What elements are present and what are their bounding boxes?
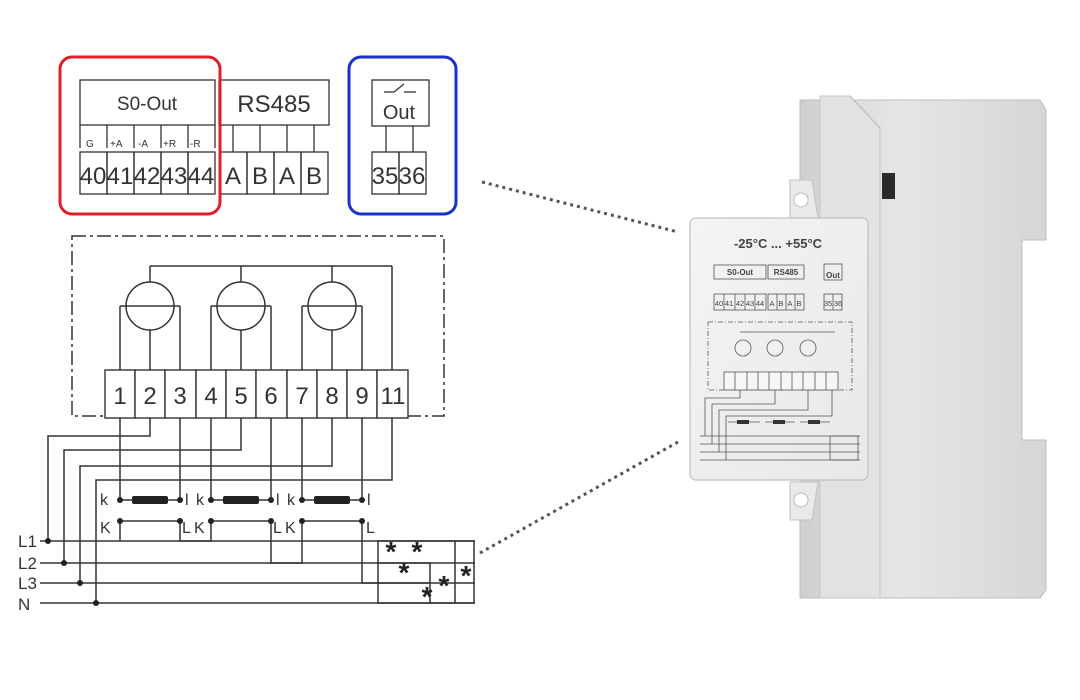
external-wiring (40, 418, 475, 604)
ct-core-icon (132, 496, 168, 504)
ct-label-L: L (366, 520, 375, 537)
measuring-element-icon (216, 281, 266, 331)
terminal-41: 41 (107, 163, 134, 190)
load-star-icon: * (439, 570, 450, 601)
load-symbols: * * * * * * (386, 536, 472, 612)
load-star-icon: * (399, 557, 410, 588)
meter-terminal-5: 5 (234, 383, 247, 410)
meter-terminal-3: 3 (173, 383, 186, 410)
load-star-icon: * (422, 581, 433, 612)
side-slot (882, 173, 895, 199)
current-transformers (45, 496, 365, 606)
line-label-l2: L2 (18, 554, 37, 573)
ct-label-K: K (285, 520, 296, 537)
mini-terminal: 41 (725, 299, 733, 308)
ct-label-l: l (276, 492, 280, 509)
s0-signal-label: +A (110, 139, 123, 150)
mini-terminal: 44 (756, 299, 764, 308)
meter-terminal-11: 11 (381, 383, 406, 410)
terminal-35: 35 (372, 163, 399, 190)
mini-s0-header: S0-Out (727, 268, 754, 277)
load-star-icon: * (386, 536, 397, 567)
meter-elements (125, 281, 357, 331)
mini-rs485-header: RS485 (774, 268, 799, 277)
mini-terminal: 40 (715, 299, 723, 308)
mini-terminal: A (787, 299, 792, 308)
measuring-element-icon (307, 281, 357, 331)
ct-label-l: l (367, 492, 371, 509)
ct-label-k: k (100, 492, 109, 509)
meter-terminal-1: 1 (113, 383, 126, 410)
line-label-n: N (18, 595, 30, 614)
mini-terminal: A (769, 299, 774, 308)
mini-terminal: B (778, 299, 783, 308)
line-label-l3: L3 (18, 574, 37, 593)
meter-terminal-8: 8 (325, 383, 338, 410)
s0-out-header: S0-Out (117, 94, 178, 115)
ct-core-icon (314, 496, 350, 504)
ct-label-L: L (182, 520, 191, 537)
out-header: Out (383, 102, 416, 124)
ct-label-k: k (196, 492, 205, 509)
rs485-terminal-a: A (279, 163, 295, 190)
mini-out-header: Out (826, 271, 840, 280)
meter-terminal-9: 9 (355, 383, 368, 410)
din-rail-meter-device: -25°C ... +55°C S0-Out RS485 Out 40 41 4… (689, 95, 1047, 599)
ct-label-L: L (273, 520, 282, 537)
mini-terminal: 42 (736, 299, 744, 308)
out-highlight-frame (347, 55, 458, 216)
switch-icon (393, 83, 405, 93)
rs485-terminal-a: A (225, 163, 241, 190)
rs485-terminal-b: B (252, 163, 268, 190)
mini-terminal: B (796, 299, 801, 308)
meter-terminal-7: 7 (295, 383, 308, 410)
ct-label-K: K (194, 520, 205, 537)
meter-terminal-2: 2 (143, 383, 156, 410)
ct-core-icon (223, 496, 259, 504)
ct-label-l: l (185, 492, 189, 509)
rs485-terminal-b: B (306, 163, 322, 190)
rs485-block: RS485 A B A B (218, 79, 330, 195)
terminal-40: 40 (80, 163, 107, 190)
mini-terminal: 35 (824, 299, 832, 308)
s0-signal-label: -R (190, 139, 201, 150)
measuring-element-icon (125, 281, 175, 331)
meter-terminal-strip (104, 369, 409, 419)
temperature-range: -25°C ... +55°C (734, 236, 823, 251)
terminal-44: 44 (188, 163, 215, 190)
s0-out-block: S0-Out G +A -A +R -R 40 41 42 43 44 (79, 79, 216, 195)
s0-highlight-frame (58, 55, 222, 216)
mini-terminal: 36 (834, 299, 842, 308)
s0-signal-label: -A (138, 139, 148, 150)
meter-terminal-4: 4 (204, 383, 217, 410)
callout-leader-top (481, 180, 679, 234)
rs485-header: RS485 (237, 91, 310, 118)
s0-signal-label: +R (163, 139, 176, 150)
s0-signal-label: G (86, 139, 94, 150)
ct-label-k: k (287, 492, 296, 509)
mini-terminal: 43 (746, 299, 754, 308)
terminal-36: 36 (399, 163, 426, 190)
ct-label-K: K (100, 520, 111, 537)
terminal-43: 43 (161, 163, 188, 190)
callout-leader-bottom (479, 440, 679, 555)
terminal-42: 42 (134, 163, 161, 190)
out-relay-block: Out 35 36 (371, 79, 430, 195)
line-label-l1: L1 (18, 532, 37, 551)
load-star-icon: * (412, 536, 423, 567)
load-star-icon: * (461, 560, 472, 591)
meter-terminal-6: 6 (264, 383, 277, 410)
